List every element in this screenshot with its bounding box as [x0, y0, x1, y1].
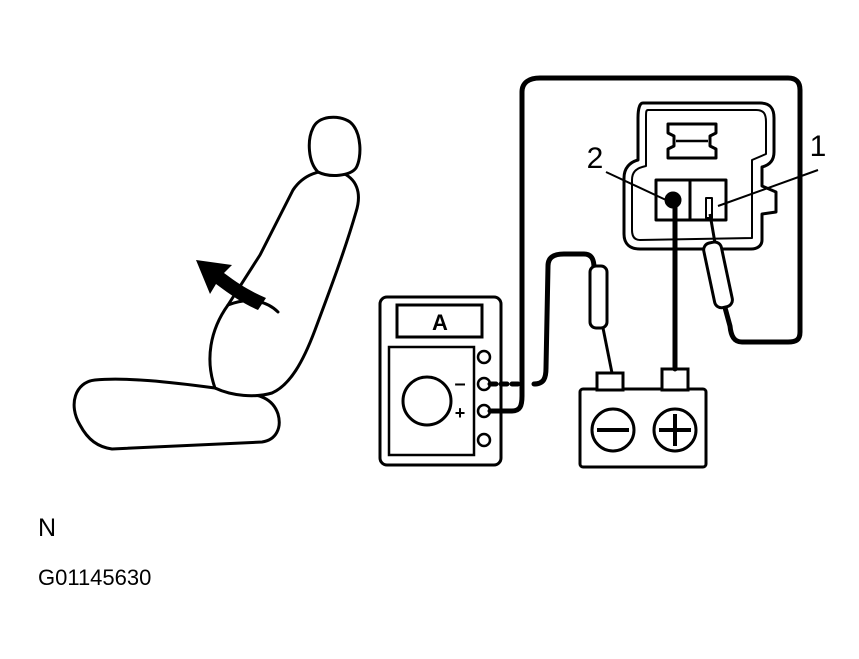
ammeter-jack-1: [476, 349, 492, 365]
ammeter-dial: [401, 375, 453, 427]
callout-leaders: [605, 169, 819, 207]
seat-cushion: [72, 377, 281, 451]
direction-arrow-icon: [196, 260, 266, 310]
test-probe-icon: [588, 213, 734, 374]
wire-meter-minus-to-battery: [531, 251, 597, 387]
terminal-1-pin: [705, 197, 713, 219]
ammeter-label: A: [432, 310, 448, 335]
battery-post-positive: [660, 367, 690, 392]
view-label: N: [38, 514, 57, 542]
terminal-2-label: 2: [587, 142, 604, 175]
connector-icon: [622, 101, 778, 251]
figure-code: G01145630: [38, 565, 152, 590]
wires: [487, 75, 803, 414]
wire-meter-plus-to-terminal-1: [487, 75, 803, 414]
probe-terminal-1-handle: [702, 240, 734, 310]
leader-terminal-2: [605, 171, 667, 201]
probe-battery-handle: [588, 264, 609, 330]
meter-plus-label: +: [455, 403, 466, 423]
connector-inner-outline: [631, 109, 767, 241]
ammeter-display: [395, 303, 484, 339]
probe-battery-tip: [601, 327, 614, 374]
leader-terminal-1: [717, 169, 819, 207]
ammeter-jack-4: [476, 432, 492, 448]
ammeter-icon: [378, 295, 503, 467]
terminal-1-label: 1: [810, 130, 827, 163]
battery-icon: [578, 367, 708, 469]
probe-terminal-1-tip: [708, 213, 717, 244]
meter-minus-label: –: [454, 373, 465, 395]
seat-headrest: [307, 115, 362, 177]
battery-post-negative: [595, 371, 625, 392]
